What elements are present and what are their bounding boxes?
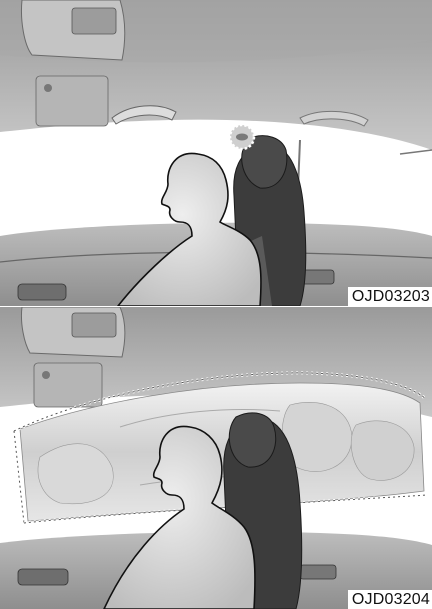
- figure-code-label: OJD03204: [348, 590, 432, 609]
- car-interior-illustration: [0, 307, 432, 609]
- figure-stowed-airbag: OJD03203: [0, 0, 432, 306]
- figure-deployed-airbag: OJD03204: [0, 307, 432, 609]
- car-interior-illustration: [0, 0, 432, 306]
- figure-code-label: OJD03203: [348, 287, 432, 306]
- airbag-module-marker-icon: [230, 125, 254, 149]
